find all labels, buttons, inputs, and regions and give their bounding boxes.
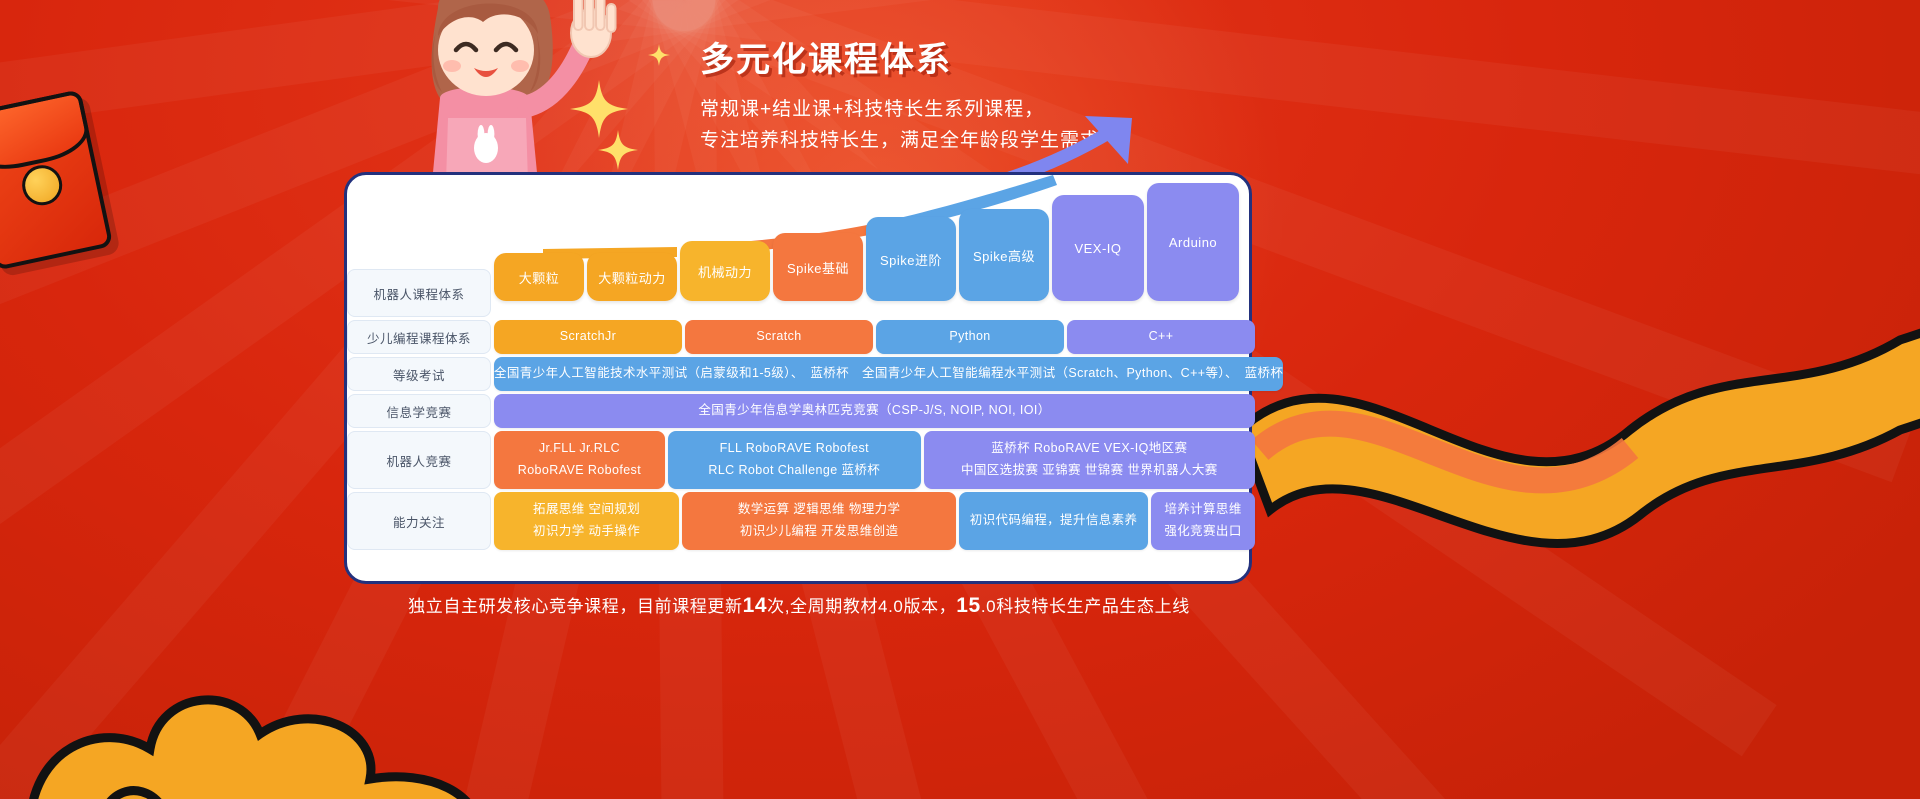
stair-card-label: 大颗粒动力 — [598, 270, 666, 286]
table-row: 能力关注拓展思维 空间规划初识力学 动手操作数学运算 逻辑思维 物理力学初识少儿… — [347, 492, 1255, 550]
table-row: 信息学竞赛 全国青少年信息学奥林匹克竞赛（CSP-J/S, NOIP, NOI, … — [347, 394, 1255, 428]
footer-caption: 独立自主研发核心竞争课程，目前课程更新14次,全周期教材4.0版本，15.0科技… — [0, 592, 1598, 618]
subtitle-line-1: 常规课+结业课+科技特长生系列课程， — [700, 99, 1045, 120]
caption-number-2: 15 — [956, 594, 981, 617]
table-row: 等级考试全国青少年人工智能技术水平测试（启蒙级和1-5级）、 蓝桥杯 全国青少年… — [347, 357, 1284, 391]
caption-number-1: 14 — [742, 594, 768, 617]
sparkle-icon — [570, 80, 628, 138]
cell-text: 全国青少年信息学奥林匹克竞赛（CSP-J/S, NOIP, NOI, IOI） — [698, 403, 1051, 418]
cell-text: RLC Robot Challenge 蓝桥杯 — [708, 463, 881, 477]
stair-card-label: Spike基础 — [786, 260, 850, 276]
table-cell[interactable]: Jr.FLL Jr.RLC RoboRAVE Robofest — [494, 431, 665, 489]
subtitle-line-2: 专注培养科技特长生，满足全年龄段学生需求 — [700, 129, 1101, 151]
stair-card[interactable]: Arduino — [1147, 183, 1239, 301]
cell-text: 数学运算 逻辑思维 物理力学 — [737, 502, 901, 517]
cell-text: 蓝桥杯 RoboRAVE VEX-IQ地区赛 — [991, 441, 1188, 456]
header-block: 多元化课程体系 常规课+结业课+科技特长生系列课程， 专注培养科技特长生，满足全… — [700, 32, 1400, 157]
cell-text: 培养计算思维 — [1164, 502, 1242, 517]
cell-text: 初识力学 动手操作 — [533, 524, 641, 538]
course-system-panel: 大颗粒 大颗粒动力 机械动力 Spike基础 Spike进阶 Spike高级 VEX-IQ A… — [344, 172, 1284, 587]
cell-text: RoboRAVE Robofest — [517, 463, 642, 477]
row-cells: 全国青少年人工智能技术水平测试（启蒙级和1-5级）、 蓝桥杯 全国青少年人工智能… — [494, 357, 1284, 391]
sparkle-icon-small — [598, 130, 638, 170]
cell-text: C++ — [1148, 329, 1174, 344]
caption-part-3: .0科技特长生产品生态上线 — [980, 597, 1190, 616]
stair-card-label: Spike高级 — [972, 248, 1036, 264]
row-label: 信息学竞赛 — [347, 394, 491, 428]
page-subtitle: 常规课+结业课+科技特长生系列课程， 专注培养科技特长生，满足全年龄段学生需求 — [700, 95, 1400, 157]
stair-card[interactable]: 机械动力 — [680, 241, 770, 301]
stair-card[interactable]: Spike基础 — [773, 233, 863, 301]
cell-text: 初识代码编程，提升信息素养 — [969, 513, 1138, 528]
cell-text: Jr.FLL Jr.RLC — [538, 441, 621, 456]
caption-part-2: 次,全周期教材4.0版本， — [767, 597, 957, 616]
stair-card[interactable]: 大颗粒动力 — [587, 253, 677, 301]
stair-card-label: VEX-IQ — [1074, 240, 1122, 256]
table-row: 机器人课程体系 — [347, 269, 1255, 317]
stair-card[interactable]: VEX-IQ — [1052, 195, 1144, 301]
cell-text: FLL RoboRAVE Robofest — [719, 441, 870, 456]
table-cell[interactable]: Scratch — [685, 320, 873, 354]
stair-card[interactable]: Spike进阶 — [866, 217, 956, 301]
cell-text: Scratch — [756, 329, 802, 344]
table-cell[interactable]: 初识代码编程，提升信息素养 — [959, 492, 1149, 550]
table-cell[interactable]: 拓展思维 空间规划初识力学 动手操作 — [494, 492, 680, 550]
row-cells: 全国青少年信息学奥林匹克竞赛（CSP-J/S, NOIP, NOI, IOI） — [494, 394, 1255, 428]
table-cell[interactable]: C++ — [1067, 320, 1255, 354]
cell-text: 拓展思维 空间规划 — [533, 502, 641, 517]
stair-card-label: Arduino — [1168, 234, 1218, 250]
row-label: 能力关注 — [347, 492, 491, 550]
row-label: 少儿编程课程体系 — [347, 320, 491, 354]
ribbon-decoration — [1200, 280, 1920, 580]
table-cell[interactable]: ScratchJr — [494, 320, 682, 354]
caption-part-1: 独立自主研发核心竞争课程，目前课程更新 — [408, 597, 743, 616]
sparkle-icon-tiny — [648, 44, 670, 66]
row-cells: ScratchJr Scratch Python C++ — [494, 320, 1255, 354]
stair-card-group: 大颗粒 大颗粒动力 机械动力 Spike基础 Spike进阶 Spike高级 VEX-IQ A… — [347, 175, 1255, 587]
mascot-illustration — [378, 0, 658, 183]
row-cells: 拓展思维 空间规划初识力学 动手操作数学运算 逻辑思维 物理力学初识少儿编程 开… — [494, 492, 1255, 550]
cloud-decoration — [10, 629, 530, 799]
table-cell[interactable]: 全国青少年信息学奥林匹克竞赛（CSP-J/S, NOIP, NOI, IOI） — [494, 394, 1255, 428]
cell-text: 强化竞赛出口 — [1164, 524, 1242, 538]
table-cell[interactable]: Python — [876, 320, 1064, 354]
table-row: 机器人竞赛 Jr.FLL Jr.RLC RoboRAVE Robofest FLL R… — [347, 431, 1255, 489]
table-row: 少儿编程课程体系 ScratchJr Scratch Python C++ — [347, 320, 1255, 354]
stair-card-label: 机械动力 — [697, 264, 752, 280]
cell-text: Python — [949, 329, 991, 344]
course-table: 机器人课程体系少儿编程课程体系 ScratchJr Scratch Python C++… — [347, 269, 1284, 553]
row-label: 机器人竞赛 — [347, 431, 491, 489]
cell-text: 中国区选拔赛 亚锦赛 世锦赛 世界机器人大赛 — [960, 463, 1218, 477]
table-cell[interactable]: 培养计算思维强化竞赛出口 — [1151, 492, 1255, 550]
row-cells: Jr.FLL Jr.RLC RoboRAVE Robofest FLL RoboRA… — [494, 431, 1255, 489]
row-label: 机器人课程体系 — [347, 269, 491, 317]
table-cell[interactable]: 蓝桥杯 RoboRAVE VEX-IQ地区赛中国区选拔赛 亚锦赛 世锦赛 世界机… — [923, 431, 1255, 489]
table-cell[interactable]: 全国青少年人工智能技术水平测试（启蒙级和1-5级）、 蓝桥杯 全国青少年人工智能… — [494, 357, 1284, 391]
row-label: 等级考试 — [347, 357, 491, 391]
stair-card[interactable]: 大颗粒 — [494, 253, 584, 301]
cell-text: ScratchJr — [559, 329, 617, 344]
stair-card[interactable]: Spike高级 — [959, 209, 1049, 301]
cell-text: 全国青少年人工智能技术水平测试（启蒙级和1-5级）、 蓝桥杯 全国青少年人工智能… — [494, 366, 1284, 381]
table-cell[interactable]: 数学运算 逻辑思维 物理力学初识少儿编程 开发思维创造 — [682, 492, 957, 550]
stair-card-label: 大颗粒 — [518, 270, 560, 286]
page-title: 多元化课程体系 — [700, 41, 952, 79]
cell-text: 初识少儿编程 开发思维创造 — [739, 524, 899, 538]
stair-card-label: Spike进阶 — [879, 252, 943, 268]
